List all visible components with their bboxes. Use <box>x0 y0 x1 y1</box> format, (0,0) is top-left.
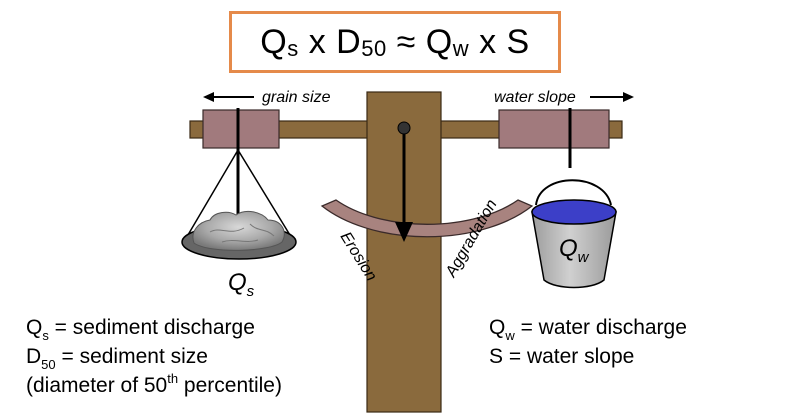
formula-qw: Qw <box>425 22 470 61</box>
water-bucket-icon <box>531 211 617 289</box>
bucket-handle <box>535 179 612 206</box>
legend-qs: Qs = sediment discharge <box>26 316 255 343</box>
qs-diagram-label: Qs <box>228 269 255 300</box>
legend-left: Qs = sediment discharge D50 = sediment s… <box>26 314 282 401</box>
pan-cord-left <box>184 149 239 241</box>
water-slope-weight <box>498 109 610 149</box>
formula-approx: ≈ <box>396 22 416 61</box>
formula: Qs x D50 ≈ Qw x S <box>232 14 558 70</box>
legend-s: S = water slope <box>489 345 635 368</box>
formula-qs: Qs <box>260 22 299 61</box>
grain-size-label: grain size <box>262 89 331 106</box>
pan-cord-right <box>237 149 294 241</box>
grain-size-weight <box>202 109 280 149</box>
water-slope-label: water slope <box>494 89 576 106</box>
legend-right: Qw = water discharge S = water slope <box>489 314 687 370</box>
aggradation-label: Aggradation <box>442 197 500 281</box>
water-slope-arrow-icon <box>623 92 634 102</box>
formula-s: S <box>506 22 530 61</box>
formula-d50: D50 <box>336 22 387 61</box>
bucket-water <box>531 199 617 225</box>
legend-d50-note: (diameter of 50th percentile) <box>26 371 282 397</box>
formula-box: Qs x D50 ≈ Qw x S <box>229 11 561 73</box>
sediment-rocks-icon <box>192 210 285 251</box>
rock-texture <box>209 223 275 243</box>
legend-qw: Qw = water discharge <box>489 316 687 343</box>
pointer-arrowhead-icon <box>395 222 413 242</box>
erosion-aggradation-scale <box>320 199 534 238</box>
pivot-icon <box>397 121 411 135</box>
grain-size-arrow-icon <box>203 92 214 102</box>
formula-times-2: x <box>479 22 497 61</box>
legend-d50: D50 = sediment size <box>26 345 208 372</box>
qw-diagram-label: Qw <box>559 235 590 266</box>
formula-times-1: x <box>308 22 327 61</box>
